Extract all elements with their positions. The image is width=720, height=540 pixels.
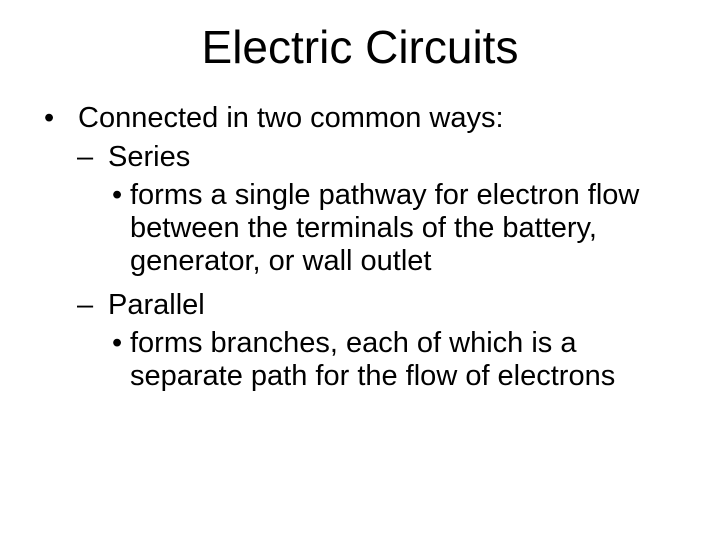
bullet-marker-icon: • bbox=[112, 179, 123, 211]
bullet-marker-icon: • bbox=[112, 327, 123, 359]
bullet-text: forms a single pathway for electron flow… bbox=[130, 179, 640, 277]
slide-title: Electric Circuits bbox=[201, 21, 519, 73]
dash-marker-icon: – bbox=[77, 289, 94, 321]
bullet-item-level1: • Connected in two common ways: bbox=[44, 102, 678, 135]
bullet-item-level2-series: – Series bbox=[77, 141, 668, 174]
bullet-marker-icon: • bbox=[44, 102, 55, 134]
bullet-item-level2-parallel: – Parallel bbox=[77, 289, 668, 322]
bullet-item-level3-series-detail: • forms a single pathway for electron fl… bbox=[112, 179, 646, 278]
bullet-item-level3-parallel-detail: • forms branches, each of which is a sep… bbox=[112, 327, 646, 393]
bullet-text: Connected in two common ways: bbox=[78, 102, 504, 134]
bullet-text: Series bbox=[108, 141, 191, 173]
dash-marker-icon: – bbox=[77, 141, 94, 173]
bullet-text: forms branches, each of which is a separ… bbox=[130, 327, 616, 392]
bullet-text: Parallel bbox=[108, 289, 205, 321]
